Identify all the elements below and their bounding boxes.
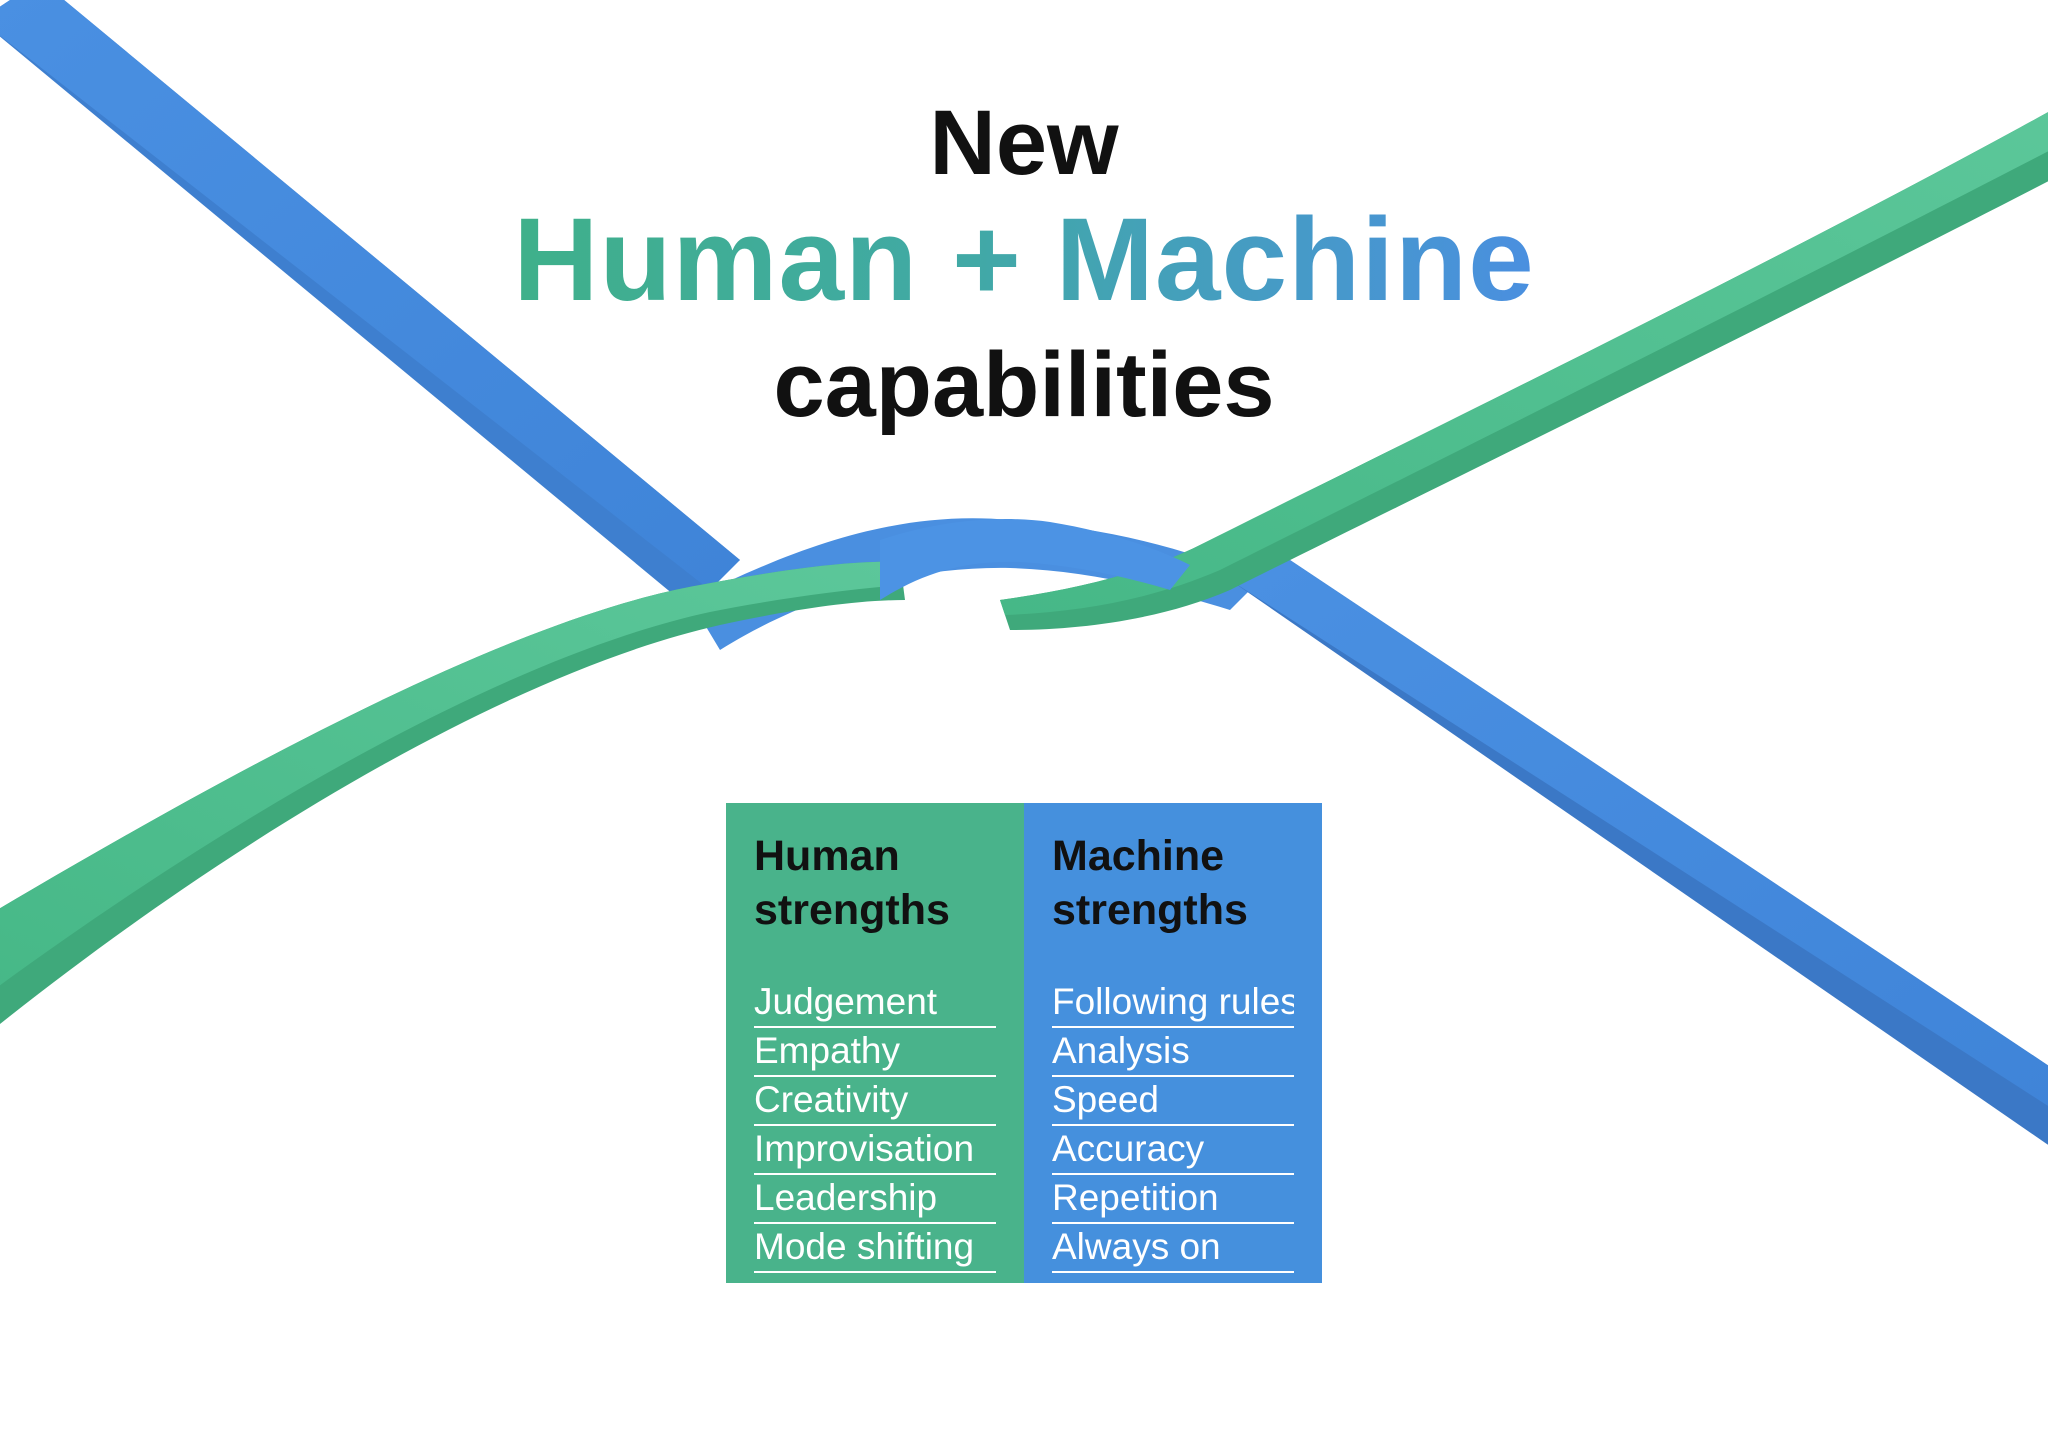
human-heading-line1: Human — [754, 832, 900, 880]
human-strengths-heading: Human strengths — [754, 829, 1014, 937]
machine-heading-line2: strengths — [1052, 886, 1248, 934]
blue-ribbon — [0, 0, 2048, 1145]
list-item: Leadership — [754, 1177, 996, 1224]
list-item: Speed — [1052, 1079, 1294, 1126]
list-item: Repetition — [1052, 1177, 1294, 1224]
list-item: Mode shifting — [754, 1226, 996, 1273]
list-item: Judgement — [754, 981, 996, 1028]
human-heading-line2: strengths — [754, 886, 950, 934]
list-item: Following rules — [1052, 981, 1294, 1028]
machine-heading-line1: Machine — [1052, 832, 1225, 880]
list-item: Analysis — [1052, 1030, 1294, 1077]
machine-strengths-panel: Machine strengths Following rules Analys… — [1024, 803, 1322, 1283]
machine-strengths-heading: Machine strengths — [1052, 829, 1312, 937]
human-strengths-list: Judgement Empathy Creativity Improvisati… — [754, 981, 996, 1275]
list-item: Accuracy — [1052, 1128, 1294, 1175]
headline-line-human-machine: Human + Machine — [0, 190, 2048, 330]
headline-gradient-text: Human + Machine — [513, 194, 1535, 326]
machine-strengths-list: Following rules Analysis Speed Accuracy … — [1052, 981, 1294, 1275]
list-item: Always on — [1052, 1226, 1294, 1273]
list-item: Creativity — [754, 1079, 996, 1126]
human-strengths-panel: Human strengths Judgement Empathy Creati… — [726, 803, 1024, 1283]
headline-line-new: New — [929, 92, 1119, 194]
list-item: Improvisation — [754, 1128, 996, 1175]
ribbon-twist — [880, 519, 1190, 600]
headline-line-capabilities: capabilities — [773, 334, 1275, 436]
list-item: Empathy — [754, 1030, 996, 1077]
